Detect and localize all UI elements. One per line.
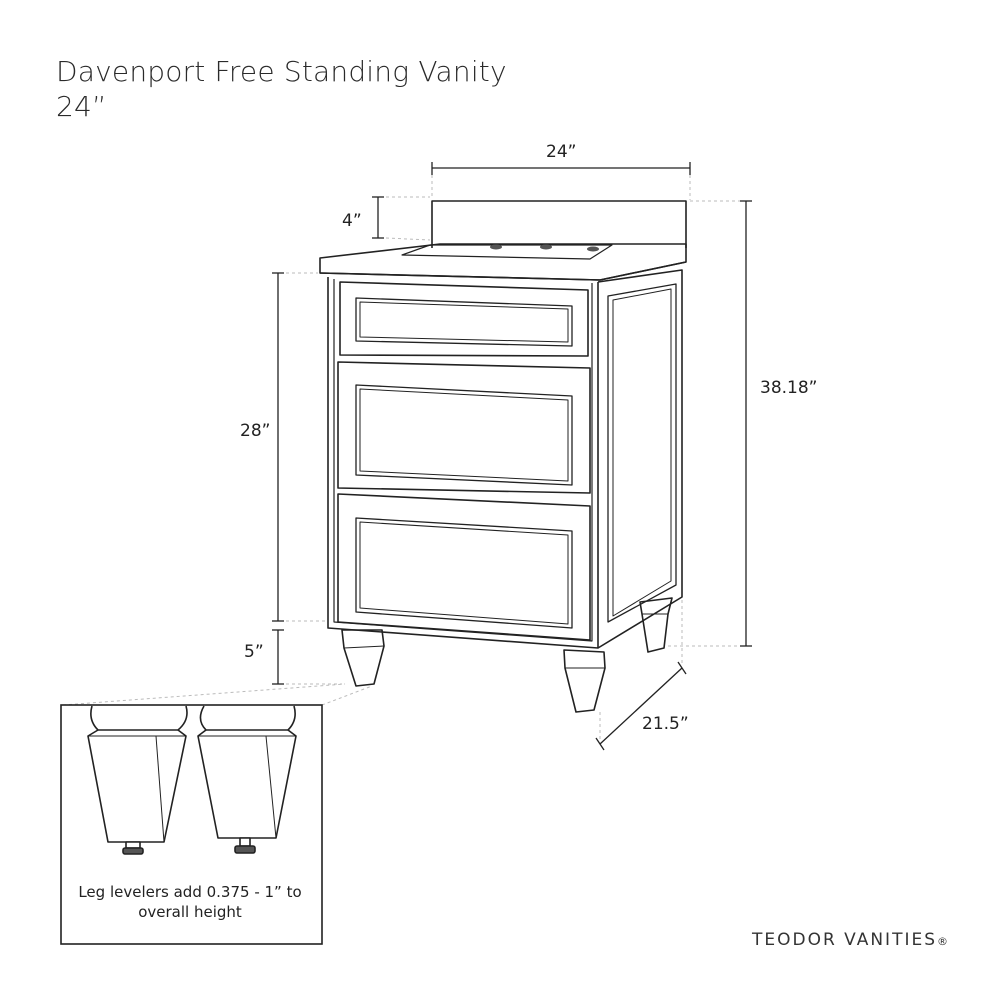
width-dimension: 24”	[546, 142, 577, 162]
leg-front-right	[563, 649, 606, 713]
product-name: Davenport Free Standing Vanity	[56, 55, 507, 88]
registered-mark: ®	[937, 935, 948, 948]
brand-logo: TEODOR VANITIES®	[752, 930, 948, 950]
leg-front-left	[341, 629, 385, 687]
sink-basin	[401, 244, 613, 260]
backsplash	[431, 200, 687, 248]
drawer-middle	[337, 361, 591, 494]
cabinet-height-dimension: 28”	[240, 421, 271, 441]
drawer-top	[339, 281, 589, 357]
leg-detail	[87, 705, 297, 855]
page-title: Davenport Free Standing Vanity 24”	[56, 54, 507, 124]
backsplash-dimension: 4”	[342, 211, 362, 231]
cabinet-side	[597, 269, 683, 649]
depth-dimension: 21.5”	[642, 714, 689, 734]
drawer-bottom	[337, 493, 591, 641]
overall-height-dimension: 38.18”	[760, 378, 818, 398]
brand-name: TEODOR VANITIES	[751, 930, 937, 950]
leg-height-dimension: 5”	[244, 642, 264, 662]
cabinet-front	[327, 277, 599, 649]
leg-leveler-note: Leg levelers add 0.375 - 1” to overall h…	[78, 883, 302, 922]
product-size: 24”	[56, 90, 107, 123]
